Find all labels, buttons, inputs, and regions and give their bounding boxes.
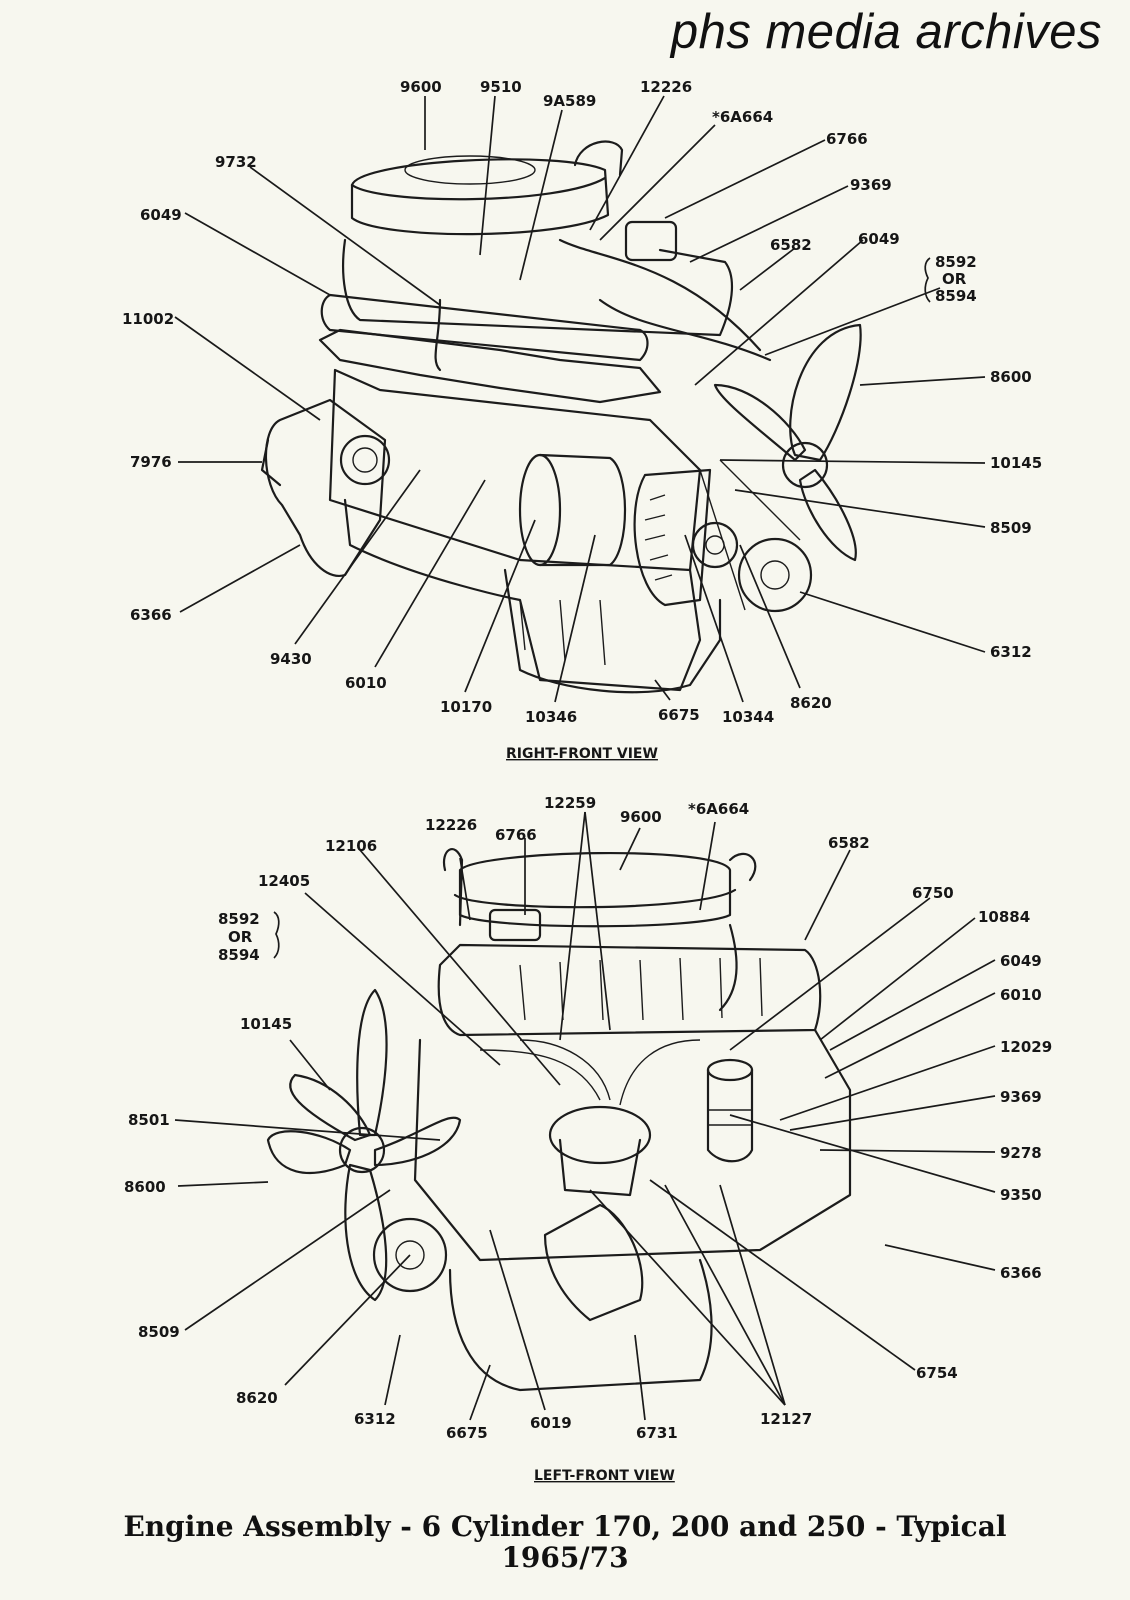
callout: 8509 xyxy=(138,1323,180,1341)
callout: 9278 xyxy=(1000,1144,1042,1162)
callout: 6582 xyxy=(770,236,812,254)
view-label-left-front: LEFT-FRONT VIEW xyxy=(534,1468,675,1484)
engine-illustration-left-front xyxy=(266,848,852,1392)
callout: 11002 xyxy=(122,310,174,328)
callout: 9600 xyxy=(620,808,662,826)
callout: 8592 xyxy=(218,910,260,928)
callout: 8620 xyxy=(790,694,832,712)
callout: 10344 xyxy=(722,708,774,726)
callout: 6766 xyxy=(826,130,868,148)
callout: 6049 xyxy=(858,230,900,248)
callout: 8620 xyxy=(236,1389,278,1407)
callout: 6312 xyxy=(990,643,1032,661)
callout: 10884 xyxy=(978,908,1030,926)
callout: 8594 xyxy=(218,946,260,964)
callout: OR xyxy=(942,270,967,288)
bracket-left-front xyxy=(273,911,280,959)
callout: 6049 xyxy=(140,206,182,224)
callout: *6A664 xyxy=(712,108,773,126)
callout: 6731 xyxy=(636,1424,678,1442)
callout: 10145 xyxy=(240,1015,292,1033)
callout: 9350 xyxy=(1000,1186,1042,1204)
callout: 8501 xyxy=(128,1111,170,1129)
callout: 12259 xyxy=(544,794,596,812)
callout: 6754 xyxy=(916,1364,958,1382)
callout: 6750 xyxy=(912,884,954,902)
callout: 6766 xyxy=(495,826,537,844)
callout: 12405 xyxy=(258,872,310,890)
callout: 6366 xyxy=(1000,1264,1042,1282)
callout: 6019 xyxy=(530,1414,572,1432)
leader-lines-left-front xyxy=(174,811,996,1421)
callout: 6675 xyxy=(658,706,700,724)
figure-caption-years: 1965/73 xyxy=(501,1541,629,1574)
callouts-left-front: 12259 9600 *6A664 12226 6766 12106 6582 … xyxy=(124,794,1052,1484)
callout: 6010 xyxy=(1000,986,1042,1004)
callout: 8509 xyxy=(990,519,1032,537)
callout: 12226 xyxy=(425,816,477,834)
callout: 10346 xyxy=(525,708,577,726)
callout: 8600 xyxy=(124,1178,166,1196)
leader-lines-right-front xyxy=(174,95,986,703)
callout: 10145 xyxy=(990,454,1042,472)
callout: 6366 xyxy=(130,606,172,624)
callout: 9369 xyxy=(850,176,892,194)
callout: 10170 xyxy=(440,698,492,716)
callout: 9369 xyxy=(1000,1088,1042,1106)
callout: 8600 xyxy=(990,368,1032,386)
watermark: phs media archives xyxy=(670,5,1102,59)
bracket-right-front xyxy=(924,257,931,303)
callout: 9600 xyxy=(400,78,442,96)
callout: 8592 xyxy=(935,253,977,271)
callout: 9510 xyxy=(480,78,522,96)
figure-caption-title: Engine Assembly - 6 Cylinder 170, 200 an… xyxy=(123,1510,1007,1543)
callout: 9A589 xyxy=(543,92,596,110)
callout: 6010 xyxy=(345,674,387,692)
callout: 12226 xyxy=(640,78,692,96)
view-label-right-front: RIGHT-FRONT VIEW xyxy=(506,746,658,762)
callout: 12127 xyxy=(760,1410,812,1428)
callout: 6582 xyxy=(828,834,870,852)
callout: 12106 xyxy=(325,837,377,855)
callout: *6A664 xyxy=(688,800,749,818)
callout: 6312 xyxy=(354,1410,396,1428)
callout: OR xyxy=(228,928,253,946)
engine-illustration-right-front xyxy=(260,140,862,694)
callout: 9732 xyxy=(215,153,257,171)
callouts-right-front: 9600 9510 9A589 12226 *6A664 6766 9369 6… xyxy=(122,78,1042,762)
callout: 8594 xyxy=(935,287,977,305)
callout: 6675 xyxy=(446,1424,488,1442)
callout: 12029 xyxy=(1000,1038,1052,1056)
callout: 7976 xyxy=(130,453,172,471)
callout: 6049 xyxy=(1000,952,1042,970)
callout: 9430 xyxy=(270,650,312,668)
